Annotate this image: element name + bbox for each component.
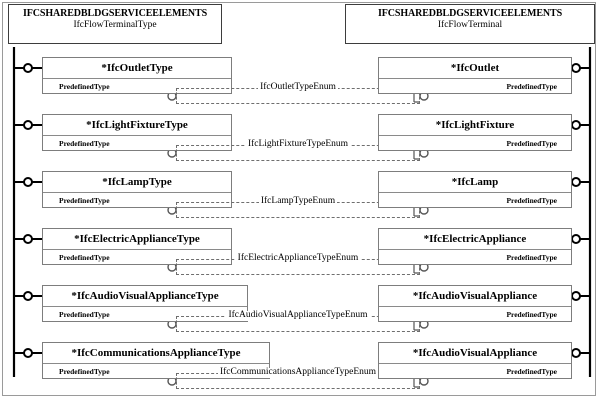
entity-box-left-1[interactable]: *IfcOutletType PredefinedType <box>42 57 232 94</box>
enum-label: IfcLightFixtureTypeEnum <box>245 139 351 150</box>
entity-attribute: PredefinedType <box>59 139 110 148</box>
entity-attribute: PredefinedType <box>506 253 557 262</box>
enum-box-1[interactable]: IfcOutletTypeEnum <box>176 82 420 104</box>
entity-title: *IfcAudioVisualAppliance <box>379 286 571 307</box>
entity-box-right-3[interactable]: *IfcLamp PredefinedType <box>378 171 572 208</box>
entity-attribute: PredefinedType <box>506 139 557 148</box>
schema-name-right: IFCSHAREDBLDGSERVICEELEMENTS <box>377 8 563 19</box>
entity-box-left-4[interactable]: *IfcElectricApplianceType PredefinedType <box>42 228 232 265</box>
entity-box-right-5[interactable]: *IfcAudioVisualAppliance PredefinedType <box>378 285 572 322</box>
entity-box-left-2[interactable]: *IfcLightFixtureType PredefinedType <box>42 114 232 151</box>
entity-title: *IfcElectricApplianceType <box>43 229 231 250</box>
entity-title: *IfcLightFixtureType <box>43 115 231 136</box>
enum-label: IfcOutletTypeEnum <box>258 82 338 93</box>
entity-title: *IfcElectricAppliance <box>379 229 571 250</box>
entity-attribute: PredefinedType <box>59 253 110 262</box>
entity-box-left-3[interactable]: *IfcLampType PredefinedType <box>42 171 232 208</box>
entity-box-left-5[interactable]: *IfcAudioVisualApplianceType PredefinedT… <box>42 285 248 322</box>
entity-attribute: PredefinedType <box>506 367 557 376</box>
diagram-frame <box>2 2 596 396</box>
entity-attribute: PredefinedType <box>506 82 557 91</box>
enum-box-3[interactable]: IfcLampTypeEnum <box>176 196 420 218</box>
schema-name-left: IFCSHAREDBLDGSERVICEELEMENTS <box>22 8 208 19</box>
schema-entity-right: IfcFlowTerminal <box>437 19 503 30</box>
entity-box-right-1[interactable]: *IfcOutlet PredefinedType <box>378 57 572 94</box>
enum-box-4[interactable]: IfcElectricApplianceTypeEnum <box>176 253 420 275</box>
entity-attribute: PredefinedType <box>506 310 557 319</box>
entity-attribute: PredefinedType <box>59 367 110 376</box>
entity-box-right-2[interactable]: *IfcLightFixture PredefinedType <box>378 114 572 151</box>
enum-label: IfcElectricApplianceTypeEnum <box>235 253 361 264</box>
enum-box-5[interactable]: IfcAudioVisualApplianceTypeEnum <box>176 310 420 332</box>
enum-label: IfcCommunicationsApplianceTypeEnum <box>217 367 379 378</box>
enum-label: IfcAudioVisualApplianceTypeEnum <box>226 310 370 321</box>
entity-box-right-6[interactable]: *IfcAudioVisualAppliance PredefinedType <box>378 342 572 379</box>
enum-box-6[interactable]: IfcCommunicationsApplianceTypeEnum <box>176 367 420 389</box>
entity-title: *IfcOutlet <box>379 58 571 79</box>
entity-attribute: PredefinedType <box>59 310 110 319</box>
enum-box-2[interactable]: IfcLightFixtureTypeEnum <box>176 139 420 161</box>
entity-title: *IfcOutletType <box>43 58 231 79</box>
entity-title: *IfcLightFixture <box>379 115 571 136</box>
entity-box-right-4[interactable]: *IfcElectricAppliance PredefinedType <box>378 228 572 265</box>
entity-attribute: PredefinedType <box>506 196 557 205</box>
entity-attribute: PredefinedType <box>59 82 110 91</box>
schema-entity-left: IfcFlowTerminalType <box>73 19 157 30</box>
entity-attribute: PredefinedType <box>59 196 110 205</box>
entity-title: *IfcLampType <box>43 172 231 193</box>
entity-title: *IfcCommunicationsApplianceType <box>43 343 269 364</box>
schema-header-right: IFCSHAREDBLDGSERVICEELEMENTS IfcFlowTerm… <box>345 4 595 44</box>
schema-header-left: IFCSHAREDBLDGSERVICEELEMENTS IfcFlowTerm… <box>8 4 222 44</box>
entity-title: *IfcLamp <box>379 172 571 193</box>
entity-title: *IfcAudioVisualAppliance <box>379 343 571 364</box>
entity-title: *IfcAudioVisualApplianceType <box>43 286 247 307</box>
enum-label: IfcLampTypeEnum <box>258 196 338 207</box>
